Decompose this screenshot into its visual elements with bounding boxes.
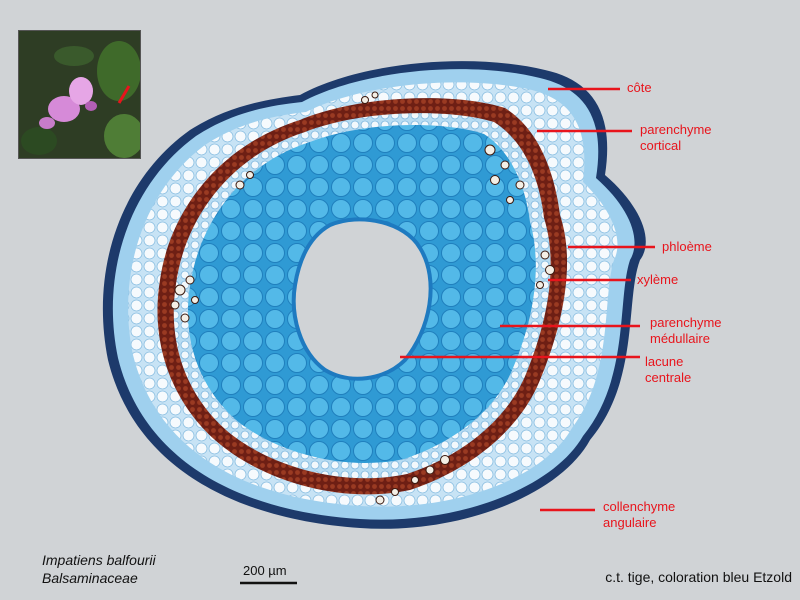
label-collenchyme-angulaire: collenchyme angulaire <box>603 499 675 531</box>
label-cote: côte <box>627 80 652 95</box>
plant-inset-photo <box>18 30 141 159</box>
label-parenchyme-medullaire: parenchyme médullaire <box>650 315 722 347</box>
label-line: lacune <box>645 354 684 369</box>
label-phloeme: phloème <box>662 239 712 254</box>
label-line: parenchyme <box>650 315 722 330</box>
species-name: Impatiens balfourii <box>42 552 156 568</box>
family-name: Balsaminaceae <box>42 570 138 586</box>
label-line: médullaire <box>650 331 710 346</box>
label-line: centrale <box>645 370 692 385</box>
flower-photo-icon <box>19 31 140 158</box>
label-xyleme: xylème <box>637 272 679 287</box>
xylem-vessels <box>170 91 555 505</box>
central-lacuna <box>291 217 433 381</box>
scale-bar-label: 200 µm <box>243 563 287 578</box>
pointer-lines <box>400 87 655 512</box>
label-line: collenchyme <box>603 499 676 514</box>
label-line: parenchyme <box>640 122 712 137</box>
stain-caption: c.t. tige, coloration bleu Etzold <box>605 569 792 585</box>
label-line: cortical <box>640 138 682 153</box>
label-parenchyme-cortical: parenchyme cortical <box>640 122 712 154</box>
label-lacune-centrale: lacune centrale <box>645 354 691 386</box>
species-caption: Impatiens balfourii Balsaminaceae <box>42 551 156 587</box>
label-line: angulaire <box>603 515 657 530</box>
